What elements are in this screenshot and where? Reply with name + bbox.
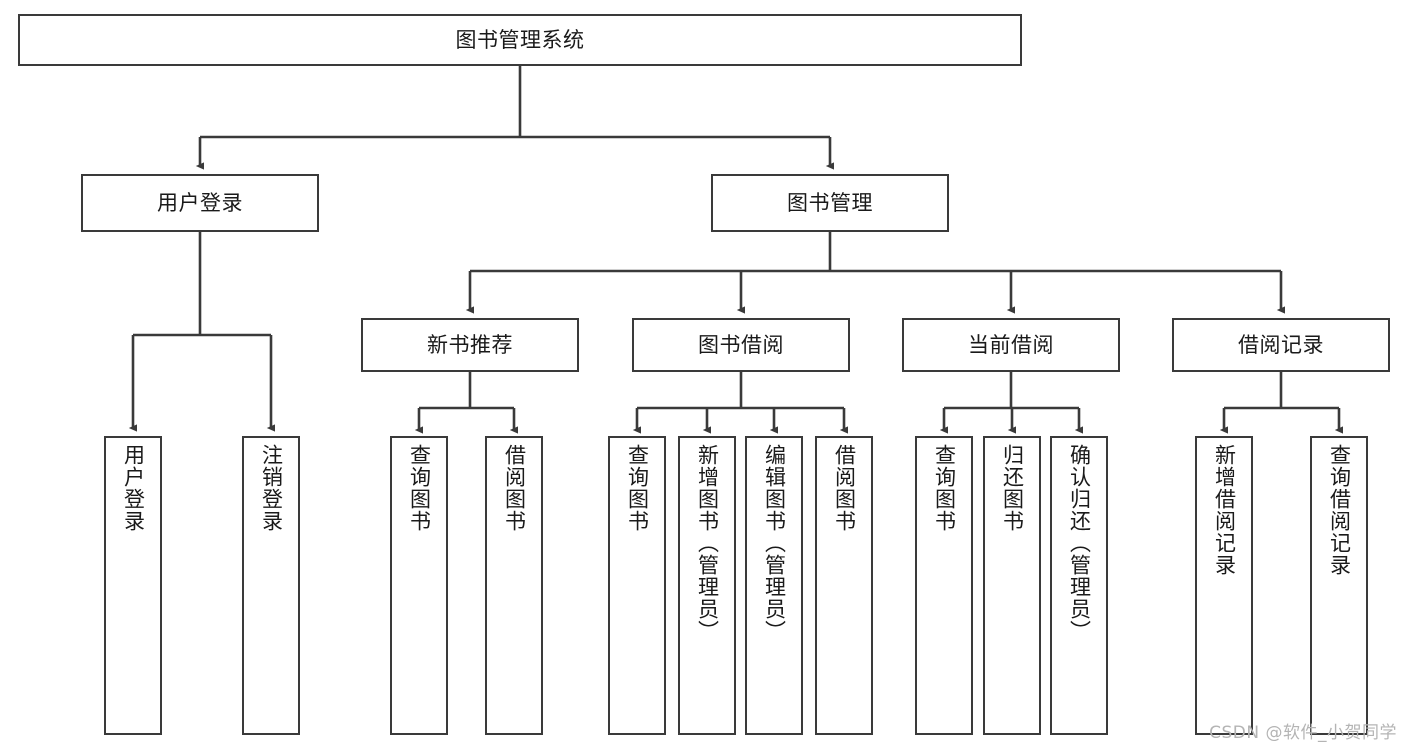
node-leaf-query-record[interactable]: 查询借阅记录 — [1310, 436, 1368, 735]
node-leaf-confirm-return-label: 确认归还（管理员） — [1067, 444, 1092, 642]
node-leaf-user-logout-label: 注销登录 — [259, 444, 284, 532]
node-leaf-edit-book[interactable]: 编辑图书（管理员） — [745, 436, 803, 735]
node-leaf-confirm-return[interactable]: 确认归还（管理员） — [1050, 436, 1108, 735]
node-leaf-query-book-1-label: 查询图书 — [407, 444, 432, 532]
node-leaf-query-book-3[interactable]: 查询图书 — [915, 436, 973, 735]
node-book-manage[interactable]: 图书管理 — [711, 174, 949, 232]
node-user-login-label: 用户登录 — [157, 190, 243, 215]
node-leaf-return-book[interactable]: 归还图书 — [983, 436, 1041, 735]
node-leaf-query-record-label: 查询借阅记录 — [1327, 444, 1352, 576]
node-user-login[interactable]: 用户登录 — [81, 174, 319, 232]
node-new-book-rec[interactable]: 新书推荐 — [361, 318, 579, 372]
node-leaf-borrow-book-1[interactable]: 借阅图书 — [485, 436, 543, 735]
node-book-borrow[interactable]: 图书借阅 — [632, 318, 850, 372]
node-current-borrow-label: 当前借阅 — [968, 332, 1054, 357]
node-borrow-record[interactable]: 借阅记录 — [1172, 318, 1390, 372]
node-leaf-query-book-1[interactable]: 查询图书 — [390, 436, 448, 735]
node-leaf-borrow-book-1-label: 借阅图书 — [502, 444, 527, 532]
node-leaf-borrow-book-2[interactable]: 借阅图书 — [815, 436, 873, 735]
node-current-borrow[interactable]: 当前借阅 — [902, 318, 1120, 372]
node-root-label: 图书管理系统 — [455, 27, 585, 52]
node-new-book-rec-label: 新书推荐 — [427, 332, 513, 357]
node-leaf-borrow-book-2-label: 借阅图书 — [832, 444, 857, 532]
node-leaf-query-book-3-label: 查询图书 — [932, 444, 957, 532]
node-leaf-edit-book-label: 编辑图书（管理员） — [762, 444, 787, 642]
node-borrow-record-label: 借阅记录 — [1238, 332, 1324, 357]
node-leaf-user-login-label: 用户登录 — [121, 444, 146, 532]
node-leaf-query-book-2[interactable]: 查询图书 — [608, 436, 666, 735]
node-leaf-add-book-label: 新增图书（管理员） — [695, 444, 720, 642]
node-leaf-return-book-label: 归还图书 — [1000, 444, 1025, 532]
node-book-borrow-label: 图书借阅 — [698, 332, 784, 357]
node-leaf-user-login[interactable]: 用户登录 — [104, 436, 162, 735]
node-root[interactable]: 图书管理系统 — [18, 14, 1022, 66]
node-leaf-query-book-2-label: 查询图书 — [625, 444, 650, 532]
csdn-watermark: CSDN @软件_小贺同学 — [1209, 723, 1397, 743]
node-leaf-add-book[interactable]: 新增图书（管理员） — [678, 436, 736, 735]
node-leaf-user-logout[interactable]: 注销登录 — [242, 436, 300, 735]
node-leaf-add-record-label: 新增借阅记录 — [1212, 444, 1237, 576]
node-book-manage-label: 图书管理 — [787, 190, 873, 215]
node-leaf-add-record[interactable]: 新增借阅记录 — [1195, 436, 1253, 735]
